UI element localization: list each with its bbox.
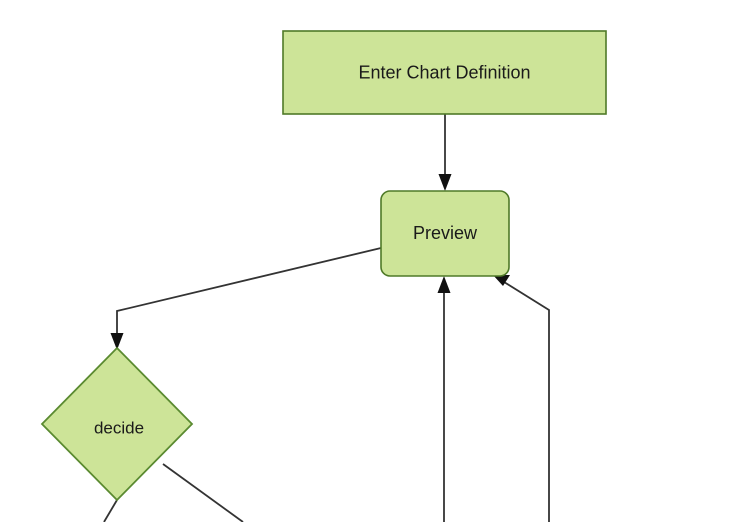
edge-bottom-right-to-preview <box>493 275 550 522</box>
node-preview-shape[interactable] <box>380 190 510 277</box>
edge-preview-to-decide <box>110 247 382 350</box>
edge-decide-bottom-right <box>162 463 244 522</box>
node-enter-chart-definition-shape[interactable] <box>282 30 607 115</box>
arrowhead-icon <box>110 333 124 350</box>
node-layer: Enter Chart Definition Preview decide <box>40 30 607 502</box>
node-preview[interactable]: Preview <box>380 190 510 277</box>
node-decide-label: decide <box>94 418 144 437</box>
edge-line <box>503 281 550 522</box>
edge-layer <box>103 114 550 522</box>
edge-line <box>162 463 244 522</box>
edge-bottom-center-to-preview <box>437 276 451 522</box>
arrowhead-icon <box>437 276 451 293</box>
edge-decide-bottom-left <box>103 499 118 522</box>
arrowhead-icon <box>438 174 452 191</box>
edge-line <box>116 247 382 338</box>
edge-enter-to-preview <box>438 114 452 191</box>
node-enter-chart-definition-label: Enter Chart Definition <box>358 62 530 82</box>
edge-line <box>103 499 118 522</box>
node-enter-chart-definition[interactable]: Enter Chart Definition <box>282 30 607 115</box>
node-decide[interactable]: decide <box>40 346 194 502</box>
node-decide-shape[interactable] <box>40 346 194 502</box>
arrowhead-icon <box>493 275 510 286</box>
node-preview-label: Preview <box>413 223 478 243</box>
